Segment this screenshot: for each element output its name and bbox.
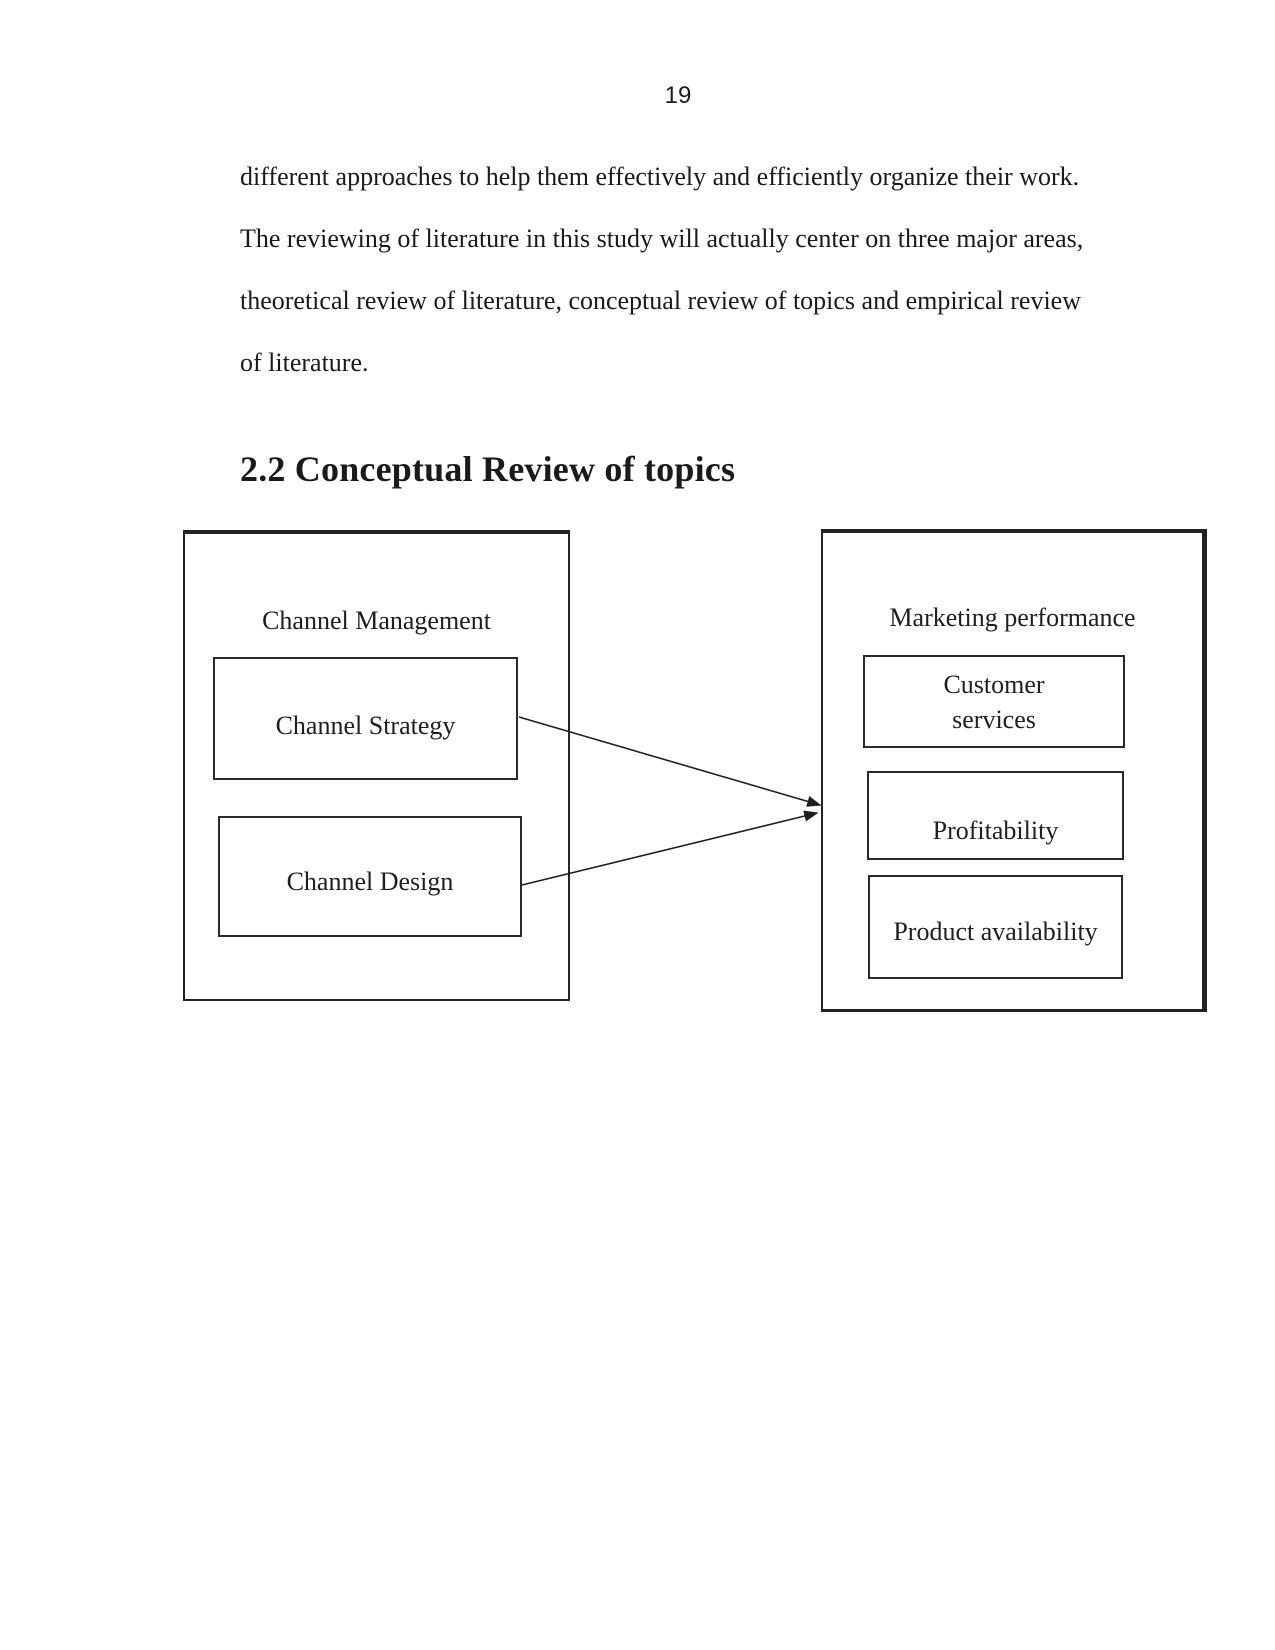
product-availability-label: Product availability bbox=[893, 917, 1098, 946]
marketing-performance-group-box: Marketing performance Customer services … bbox=[821, 529, 1207, 1012]
channel-design-box: Channel Design bbox=[218, 816, 522, 937]
channel-design-label: Channel Design bbox=[286, 867, 454, 896]
customer-services-line: Customer bbox=[943, 669, 1045, 699]
section-heading: 2.2 Conceptual Review of topics bbox=[240, 449, 736, 489]
channel-strategy-box: Channel Strategy bbox=[213, 657, 518, 780]
paragraph-line: of literature. bbox=[240, 348, 369, 377]
profitability-box: Profitability bbox=[867, 771, 1124, 860]
profitability-label: Profitability bbox=[932, 816, 1059, 845]
paragraph-line: different approaches to help them effect… bbox=[240, 162, 1080, 191]
paragraph-line: The reviewing of literature in this stud… bbox=[240, 224, 1084, 253]
product-availability-box: Product availability bbox=[868, 875, 1123, 979]
customer-services-line: services bbox=[952, 704, 1036, 734]
page-number: 19 bbox=[664, 82, 692, 109]
marketing-performance-label: Marketing performance bbox=[889, 603, 1136, 632]
paragraph: different approaches to help them effect… bbox=[240, 146, 1150, 394]
customer-services-box: Customer services bbox=[863, 655, 1125, 748]
channel-strategy-label: Channel Strategy bbox=[275, 711, 456, 740]
paragraph-line: theoretical review of literature, concep… bbox=[240, 286, 1082, 315]
channel-management-group-box: Channel Management Channel Strategy Chan… bbox=[183, 530, 570, 1001]
channel-management-label: Channel Management bbox=[262, 606, 491, 635]
